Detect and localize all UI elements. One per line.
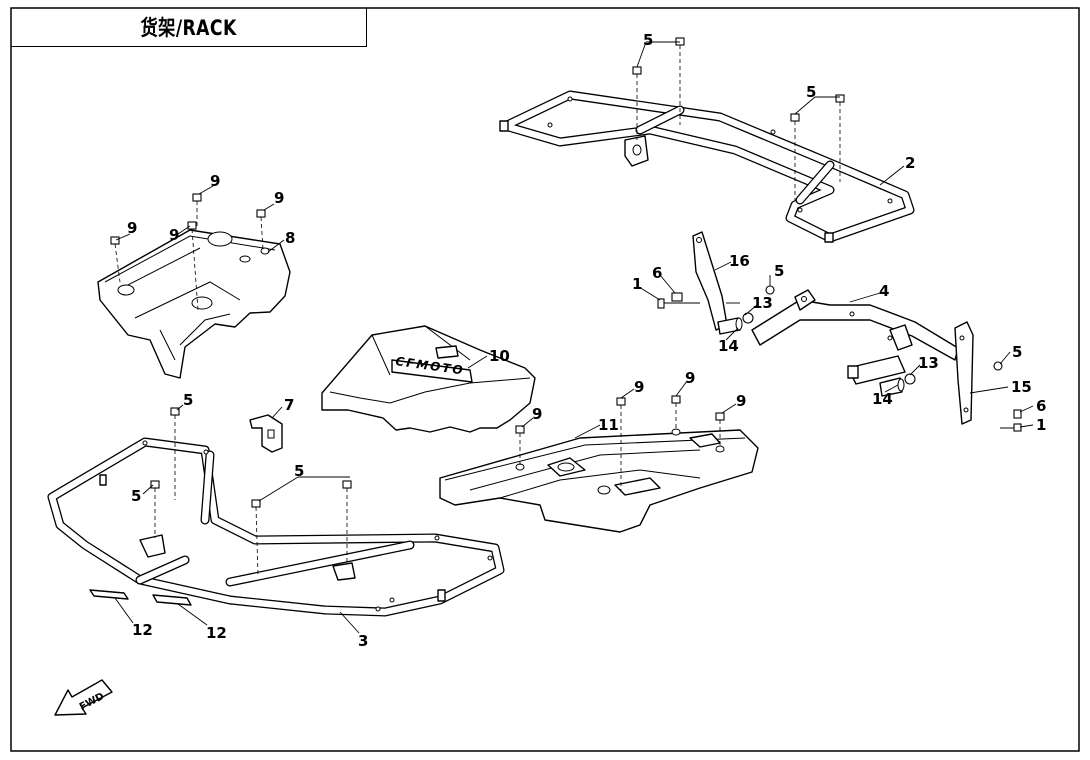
part-10-logo-cover: CFMOTO	[321, 325, 536, 433]
part-11-base-plate	[439, 428, 759, 533]
part-3-front-rack-frame	[47, 437, 505, 617]
callout-1: 1	[632, 275, 642, 293]
callout-5: 5	[806, 83, 816, 101]
callout-9: 9	[210, 172, 220, 190]
part-12-pads	[89, 589, 192, 606]
callout-16: 16	[729, 252, 750, 270]
callout-6: 6	[1036, 397, 1046, 415]
callout-9: 9	[685, 369, 695, 387]
fwd-arrow-icon: FWD	[54, 679, 113, 716]
callout-2: 2	[905, 154, 915, 172]
part-16-left-bracket	[692, 231, 728, 331]
callout-5: 5	[294, 462, 304, 480]
callout-5: 5	[131, 487, 141, 505]
part-8-front-cover	[97, 229, 291, 379]
callout-10: 10	[489, 347, 510, 365]
callout-4: 4	[879, 282, 889, 300]
leader-lines	[114, 41, 1034, 634]
callout-14: 14	[872, 390, 893, 408]
part-2-rear-rack-frame	[499, 90, 915, 243]
callout-15: 15	[1011, 378, 1032, 396]
callout-1: 1	[1036, 416, 1046, 434]
callout-5: 5	[774, 262, 784, 280]
callout-9: 9	[274, 189, 284, 207]
sheet-border	[10, 7, 1080, 752]
bolts-part-2	[632, 37, 845, 200]
callout-11: 11	[598, 416, 619, 434]
bolts-part-3	[150, 407, 352, 576]
callout-9: 9	[532, 405, 542, 423]
callout-7: 7	[284, 396, 294, 414]
callout-labels: 5 5 2 4 16 6 1 13 14 5 5 15 13 14 6 1 9 …	[127, 31, 1046, 650]
callout-9: 9	[634, 378, 644, 396]
callout-12: 12	[206, 624, 227, 642]
callout-5: 5	[643, 31, 653, 49]
drawing-title: 货架/RACK	[140, 16, 237, 40]
callout-9: 9	[169, 226, 179, 244]
part-4-crossbar	[751, 289, 959, 361]
callout-9: 9	[736, 392, 746, 410]
callout-13: 13	[918, 354, 939, 372]
callout-13: 13	[752, 294, 773, 312]
callout-8: 8	[285, 229, 295, 247]
callout-14: 14	[718, 337, 739, 355]
part-7-clip	[249, 414, 283, 453]
callout-6: 6	[652, 264, 662, 282]
callout-12: 12	[132, 621, 153, 639]
bolts-part-8	[110, 193, 266, 311]
callout-5: 5	[183, 391, 193, 409]
callout-9: 9	[127, 219, 137, 237]
callout-3: 3	[358, 632, 368, 650]
callout-5: 5	[1012, 343, 1022, 361]
title-block: 货架/RACK	[11, 8, 367, 47]
part-15-right-bracket	[847, 321, 974, 425]
